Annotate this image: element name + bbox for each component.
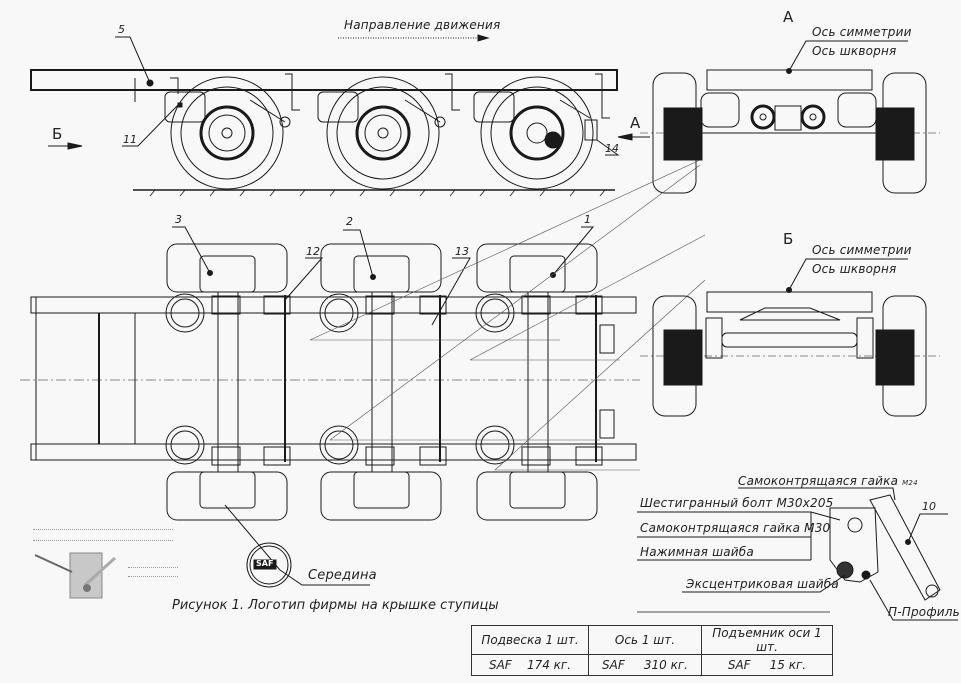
inset-note-side <box>128 567 178 577</box>
label-pressure-washer: Нажимная шайба <box>640 545 754 559</box>
spec-header-axle: Ось 1 шт. <box>588 625 702 655</box>
label-self-locking-nut-m30: Самоконтрящаяся гайка М30 <box>640 521 831 535</box>
side-wheel-2 <box>317 76 446 190</box>
frame-beam <box>30 69 618 91</box>
spec-cell-axle: SAF 310 кг. <box>588 654 702 676</box>
view-a-axis-kingpin: Ось шкворня <box>812 44 897 58</box>
side-wheel-1 <box>164 76 291 190</box>
middle-label: Середина <box>308 568 377 583</box>
spec-table-row: SAF 174 кг. SAF 310 кг. SAF 15 кг. <box>471 654 833 676</box>
inset-photo <box>34 552 117 599</box>
view-a-title: А <box>783 8 794 26</box>
spec-header-suspension: Подвеска 1 шт. <box>471 625 589 655</box>
view-b-arrow-label: Б <box>52 125 63 143</box>
m24-text: M24 <box>902 479 918 487</box>
top-axle-3 <box>475 243 615 521</box>
label-eccentric-washer: Эксцентриковая шайба <box>686 577 839 591</box>
direction-label: Направление движения <box>344 18 501 32</box>
side-wheel-3 <box>473 76 598 190</box>
side-view <box>30 34 650 197</box>
view-a-arrow-label: А <box>630 114 641 132</box>
callout-5: 5 <box>118 23 125 36</box>
spec-cell-suspension: SAF 174 кг. <box>471 654 589 676</box>
callout-13: 13 <box>455 245 469 258</box>
spec-table: Подвеска 1 шт. Ось 1 шт. Подъемник оси 1… <box>471 625 833 676</box>
self-locking-nut-text: Самоконтрящаяся гайка <box>738 474 899 488</box>
label-hex-bolt: Шестигранный болт М30х205 <box>640 496 834 510</box>
top-view <box>20 159 706 588</box>
callout-12: 12 <box>306 245 320 258</box>
view-b-title: Б <box>783 230 794 248</box>
label-self-locking-nut-m24: Самоконтрящаяся гайка M24 <box>738 474 918 488</box>
view-a-drawing <box>640 40 940 194</box>
top-axle-2 <box>319 243 447 521</box>
callout-1: 1 <box>584 213 591 226</box>
view-b-drawing <box>640 258 940 417</box>
view-b-axis-kingpin: Ось шкворня <box>812 262 897 276</box>
figure-caption: Рисунок 1. Логотип фирмы на крышке ступи… <box>172 598 499 613</box>
view-a-axis-symmetry: Ось симметрии <box>812 25 912 39</box>
callout-3: 3 <box>175 213 182 226</box>
callout-14: 14 <box>605 142 619 155</box>
callout-11: 11 <box>123 133 137 146</box>
hub-logo-circle <box>246 542 292 588</box>
callout-10: 10 <box>922 500 936 513</box>
hub-logo-text: SAF <box>256 559 274 568</box>
spec-cell-axle-lift: SAF 15 кг. <box>701 654 833 676</box>
spec-header-axle-lift: Подъемник оси 1 шт. <box>701 625 833 655</box>
inset-note-top <box>33 529 173 541</box>
top-axle-1 <box>165 243 291 521</box>
callout-2: 2 <box>346 215 353 228</box>
label-u-profile: П-Профиль <box>888 605 960 619</box>
spec-table-header-row: Подвеска 1 шт. Ось 1 шт. Подъемник оси 1… <box>471 625 833 655</box>
view-b-axis-symmetry: Ось симметрии <box>812 243 912 257</box>
lift-detail <box>637 487 958 621</box>
